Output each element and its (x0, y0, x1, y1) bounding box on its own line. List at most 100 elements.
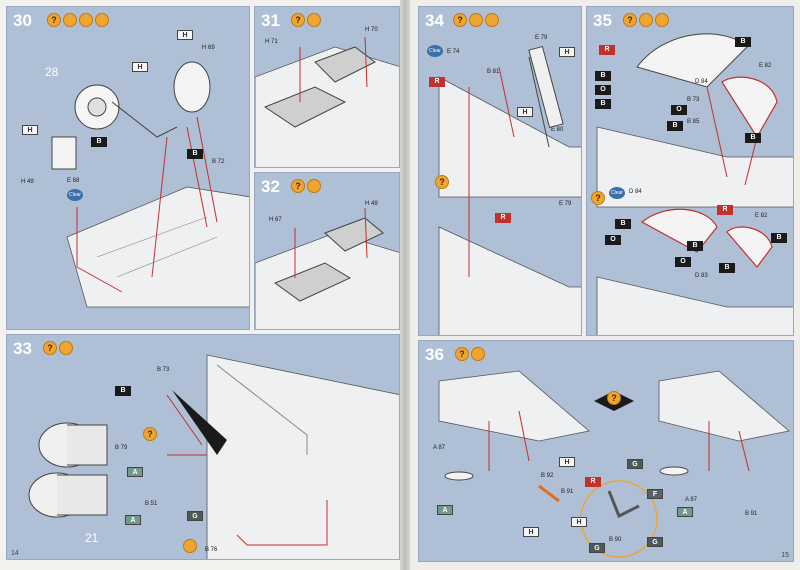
step-number: 31 (261, 11, 280, 30)
paint-code-r: R (429, 77, 445, 87)
step-33-illustration (28, 354, 399, 559)
paint-code-h: H (559, 457, 575, 467)
reference-number: 21 (85, 531, 99, 545)
part-label: H 70 (365, 27, 378, 33)
paint-code-b: B (115, 386, 131, 396)
page-number-right: 15 (781, 552, 789, 559)
step-35-illustration (596, 33, 793, 335)
step-35-panel: 35 ? R B B O B O B D 84 E 82 B 73 B 85 B… (586, 6, 794, 336)
part-label: B 90 (609, 537, 622, 543)
part-label: D 84 (695, 79, 708, 85)
paint-code-h: H (571, 517, 587, 527)
part-label: D 84 (629, 189, 642, 195)
part-label: B 79 (115, 445, 128, 451)
part-label: B 72 (212, 159, 225, 165)
paint-code-r: R (717, 205, 733, 215)
paint-brush-icon (307, 179, 321, 193)
part-label: E 82 (759, 63, 772, 69)
part-label: D 83 (695, 273, 708, 279)
part-label: E 74 (447, 49, 460, 55)
step-30-panel: 30 ? 28 H H 69 H H H 49 B E 68 Clear B B… (6, 6, 250, 330)
paint-code-b: B (187, 149, 203, 159)
step-number: 35 (593, 11, 612, 30)
part-label: B 92 (541, 473, 554, 479)
question-icon: ? (435, 175, 449, 189)
part-label: A 87 (685, 497, 698, 503)
question-icon: ? (455, 347, 469, 361)
question-icon: ? (43, 341, 57, 355)
part-label: B 85 (687, 119, 700, 125)
step-number: 36 (425, 345, 444, 364)
part-label: B 73 (157, 367, 170, 373)
paint-code-h: H (517, 107, 533, 117)
step-36-illustration (438, 370, 790, 558)
part-label: A 87 (433, 445, 446, 451)
part-label: E 79 (535, 35, 548, 41)
step-30-illustration (51, 61, 249, 308)
paint-can-icon (485, 13, 499, 27)
question-icon: ? (591, 191, 605, 205)
question-icon: ? (47, 13, 61, 27)
part-label: H 49 (21, 179, 34, 185)
step-number: 30 (13, 11, 32, 30)
question-icon: ? (453, 13, 467, 27)
paint-brush-icon (639, 13, 653, 27)
paint-brush-icon (63, 13, 77, 27)
paint-code-b: B (745, 133, 761, 143)
part-label: H 69 (202, 45, 215, 51)
paint-code-h: H (177, 30, 193, 40)
paint-code-b: B (595, 71, 611, 81)
paint-code-b: B (615, 219, 631, 229)
paint-code-g: G (187, 511, 203, 521)
clear-glue-icon: Clear (427, 45, 443, 57)
step-31-panel: 31 ? H 71 H 70 (254, 6, 400, 168)
paint-code-h: H (559, 47, 575, 57)
question-icon: ? (607, 391, 621, 405)
paint-can-icon (655, 13, 669, 27)
paint-code-r: R (495, 213, 511, 223)
part-label: E 82 (755, 213, 768, 219)
page-gutter (400, 0, 410, 570)
part-label: H 49 (365, 201, 378, 207)
paint-code-o: O (671, 105, 687, 115)
glue-icon (79, 13, 93, 27)
paint-code-a: A (125, 515, 141, 525)
part-label: B 81 (487, 69, 500, 75)
clear-glue-icon: Clear (67, 189, 83, 201)
part-label: B 73 (687, 97, 700, 103)
step-32-illustration (255, 207, 399, 329)
step-number: 32 (261, 177, 280, 196)
paint-brush-icon (471, 347, 485, 361)
paint-code-h: H (22, 125, 38, 135)
paint-code-f: F (647, 489, 663, 499)
paint-code-h: H (132, 62, 148, 72)
clear-glue-icon: Clear (609, 187, 625, 199)
paint-code-h: H (523, 527, 539, 537)
paint-code-b: B (667, 121, 683, 131)
step-number: 33 (13, 339, 32, 358)
paint-code-a: A (677, 507, 693, 517)
paint-code-o: O (675, 257, 691, 267)
part-label: E 79 (559, 201, 572, 207)
question-icon: ? (291, 13, 305, 27)
paint-code-b: B (735, 37, 751, 47)
page-number-left: 14 (11, 550, 19, 557)
part-label: E 80 (551, 127, 564, 133)
part-label: B 91 (561, 489, 574, 495)
paint-code-b: B (719, 263, 735, 273)
part-label: E 68 (67, 178, 80, 184)
paint-code-g: G (647, 537, 663, 547)
paint-code-b: B (91, 137, 107, 147)
clock-icon (95, 13, 109, 27)
paint-code-a: A (437, 505, 453, 515)
paint-code-g: G (627, 459, 643, 469)
part-label: B 91 (745, 511, 758, 517)
paint-brush-icon (59, 341, 73, 355)
step-number: 34 (425, 11, 444, 30)
paint-code-b: B (771, 233, 787, 243)
paint-code-r: R (599, 45, 615, 55)
reference-number: 28 (45, 65, 59, 79)
paint-code-a: A (127, 467, 143, 477)
step-34-panel: 34 ? Clear E 74 R B 81 E 79 H H E 80 ? R… (418, 6, 582, 336)
